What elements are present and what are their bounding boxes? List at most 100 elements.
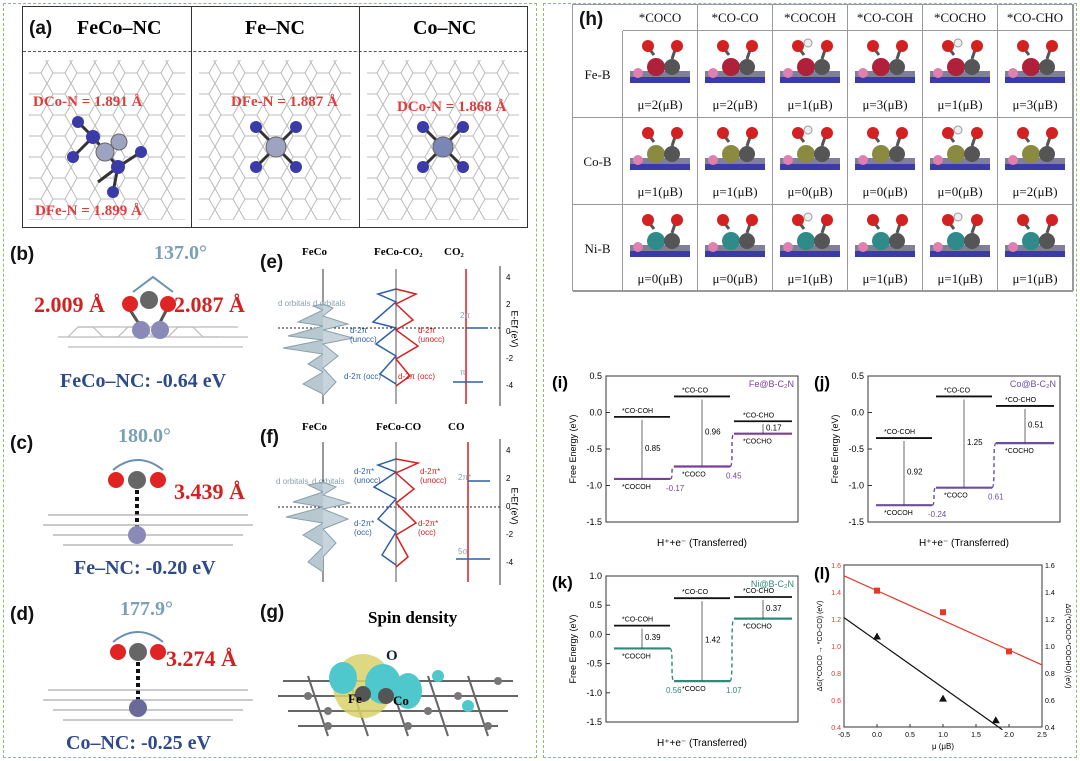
level-label: *COCO bbox=[682, 686, 706, 693]
atom-o: O bbox=[386, 648, 398, 664]
barrier-value: 0.17 bbox=[766, 423, 782, 432]
y-axis-label: Free Energy (eV) bbox=[568, 414, 578, 483]
left-figure-frame bbox=[3, 3, 537, 758]
ann-f-5sigma: 5σ bbox=[458, 547, 468, 556]
level-label: *CO-CHO bbox=[743, 412, 775, 419]
y-tick-label: 0.0 bbox=[589, 629, 602, 639]
angle-d: 177.9° bbox=[120, 598, 173, 620]
chart-title: Fe@B-C₂N bbox=[749, 379, 794, 389]
data-point bbox=[991, 716, 1000, 724]
table-row-header: Fe-B bbox=[573, 31, 623, 118]
step-value: 0.45 bbox=[726, 472, 742, 481]
level-label: *COCOH bbox=[622, 653, 651, 660]
adsorbate-model-image bbox=[705, 127, 765, 170]
table-column-header: *COCHO bbox=[923, 5, 998, 31]
distance-b2: 2.087 Å bbox=[174, 292, 245, 317]
magnetic-moment: μ=2(μB) bbox=[637, 97, 683, 112]
step-value: 0.61 bbox=[988, 493, 1004, 502]
data-point bbox=[940, 609, 946, 616]
table-cell: μ=1(μB) bbox=[848, 205, 923, 292]
tick-f-3: 0 bbox=[506, 502, 511, 511]
table-cell: μ=3(μB) bbox=[848, 31, 923, 118]
y-tick-label: 0.0 bbox=[589, 408, 602, 418]
barrier-value: 0.96 bbox=[705, 427, 721, 436]
y-tick-label: 0.8 bbox=[831, 671, 841, 678]
level-label: *CO-COH bbox=[622, 408, 653, 415]
y-tick-label: -0.5 bbox=[586, 659, 602, 669]
ann-f-2pi: 2π* bbox=[458, 473, 472, 482]
header-f-1: FeCo bbox=[302, 421, 328, 433]
table-column-header: *COCO bbox=[623, 5, 698, 31]
table-cell: μ=0(μB) bbox=[848, 118, 923, 205]
ann-f-unocc-a: d-2π* (unocc) bbox=[354, 467, 381, 485]
panel-g: (g) Spin density O Fe Co bbox=[258, 596, 533, 756]
ann-f-dorb1: d orbitals bbox=[276, 477, 309, 486]
adsorbate-model-image bbox=[855, 40, 915, 83]
level-label: *COCO bbox=[944, 493, 968, 500]
magnetic-moment: μ=0(μB) bbox=[787, 184, 833, 199]
table-cell: μ=0(μB) bbox=[773, 118, 848, 205]
step-value: -0.24 bbox=[928, 510, 947, 519]
step-connector bbox=[931, 486, 937, 506]
table-cell: μ=2(μB) bbox=[623, 31, 698, 118]
bond-feco-fe: DFe-N = 1.899 Å bbox=[35, 203, 142, 219]
data-point bbox=[939, 694, 947, 702]
y-axis-label: Free Energy (eV) bbox=[568, 614, 578, 683]
ann-e-occ-b: d-2π (occ) bbox=[398, 372, 436, 381]
bond-feco-co: DCo-N = 1.891 Å bbox=[33, 94, 143, 110]
table-cell: μ=0(μB) bbox=[923, 118, 998, 205]
step-connector bbox=[669, 647, 675, 682]
step-value: -0.17 bbox=[666, 484, 685, 493]
table-cell: μ=3(μB) bbox=[998, 31, 1073, 118]
dos-plot-f bbox=[278, 439, 501, 585]
table-cell: μ=1(μB) bbox=[923, 31, 998, 118]
data-point bbox=[1006, 648, 1012, 655]
adsorption-structure-d bbox=[43, 631, 253, 721]
tick-e-3: 0 bbox=[506, 327, 511, 336]
level-label: *CO-CHO bbox=[743, 588, 775, 595]
header-f-2: FeCo-CO bbox=[376, 421, 422, 433]
panel-b: (b) 137.0° 2.009 Å 2.087 Å FeCo–NC: -0.6… bbox=[8, 240, 258, 400]
ann-e-pi: π bbox=[460, 368, 466, 377]
tick-e-4: -2 bbox=[506, 354, 514, 363]
tick-e-1: 4 bbox=[506, 273, 511, 282]
magnetic-moment: μ=1(μB) bbox=[862, 271, 908, 286]
y-tick-label: -1.5 bbox=[586, 717, 602, 727]
dos-plot-e bbox=[278, 266, 501, 406]
ann-e-2pi: 2π bbox=[460, 311, 470, 320]
panel-d-label: (d) bbox=[10, 604, 35, 625]
table-cell: μ=0(μB) bbox=[698, 205, 773, 292]
panel-a-title-feco: FeCo–NC bbox=[77, 17, 162, 39]
panel-label: (k) bbox=[552, 573, 573, 592]
level-label: *CO-COH bbox=[884, 429, 915, 436]
y-tick-label: 1.0 bbox=[831, 644, 841, 651]
adsorbate-model-image bbox=[855, 127, 915, 170]
y-tick-label: -0.5 bbox=[586, 444, 602, 454]
y-tick-label: 1.4 bbox=[831, 590, 841, 597]
y-tick-label: 0.4 bbox=[831, 725, 841, 732]
spin-density-image bbox=[278, 654, 518, 737]
y-tick-label: 0.5 bbox=[589, 371, 602, 381]
y2-tick-label: 0.6 bbox=[1045, 698, 1055, 705]
spin-density-title: Spin density bbox=[368, 608, 458, 627]
ann-e-dorb2: d orbitals bbox=[313, 299, 346, 308]
y-tick-label: 0.5 bbox=[851, 371, 864, 381]
y2-tick-label: 0.4 bbox=[1045, 725, 1055, 732]
tick-f-2: 2 bbox=[506, 474, 511, 483]
panel-e: (e) FeCo FeCo-CO₂ CO₂ d orbitals d orbit… bbox=[258, 236, 533, 411]
panel-a-structures bbox=[29, 60, 519, 220]
energy-b: FeCo–NC: -0.64 eV bbox=[60, 370, 227, 392]
right-figure-frame bbox=[543, 3, 1077, 758]
y-tick-label: -1.5 bbox=[848, 517, 864, 527]
step-connector bbox=[669, 465, 675, 480]
panel-e-label: (e) bbox=[260, 252, 284, 273]
magnetic-moment: μ=2(μB) bbox=[1012, 184, 1058, 199]
magnetic-moment: μ=0(μB) bbox=[862, 184, 908, 199]
tick-e-2: 2 bbox=[506, 300, 511, 309]
adsorbate-model-image bbox=[930, 212, 990, 257]
table-cell: μ=1(μB) bbox=[623, 118, 698, 205]
header-e-1: FeCo bbox=[302, 246, 328, 258]
header-e-2: FeCo-CO₂ bbox=[374, 246, 423, 258]
